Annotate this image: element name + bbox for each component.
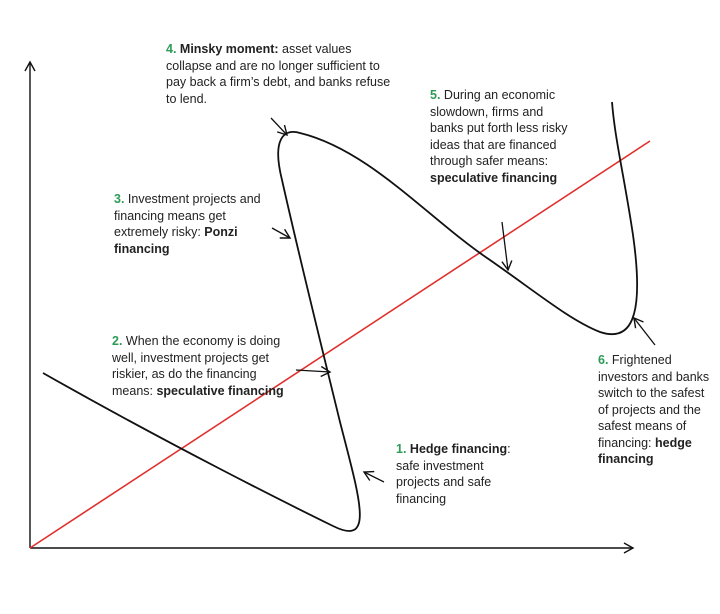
annotation-number: 3. [114,192,125,206]
annotation-number: 5. [430,88,441,102]
annotation-speculative-financing: 2. When the economy is doing well, inves… [112,333,297,399]
annotation-hedge-financing: 1. Hedge financing: safe investment proj… [396,441,516,507]
annotation-number: 2. [112,334,123,348]
annotation-highlight: Hedge financing [409,442,508,456]
pointer-arrow-5 [501,221,513,272]
annotation-highlight: Minsky moment: [176,42,279,56]
annotation-number: 1. [396,442,407,456]
annotation-text: asset values collapse and are no longer … [166,42,391,106]
annotation-economic-slowdown: 5. During an economic slowdown, firms an… [430,87,580,186]
annotation-safe-switch: 6. Frightened investors and banks switch… [598,352,713,468]
annotation-number: 4. [166,42,177,56]
annotation-number: 6. [598,353,609,367]
annotation-highlight: speculative financing [430,170,558,185]
annotation-ponzi-financing: 3. Investment projects and financing mea… [114,191,274,257]
pointer-arrow-1 [362,470,385,483]
annotation-text: : safe investment projects and safe fina… [396,442,511,506]
pointer-arrow-3 [271,227,292,239]
annotation-text: Frightened investors and banks switch to… [598,353,710,450]
annotation-highlight: speculative financing [156,383,284,398]
pointer-arrow-6 [633,316,656,346]
annotation-highlight: hedge financing [598,435,692,467]
annotation-highlight: Ponzi financing [114,225,238,256]
annotation-text: During an economic slowdown, firms and b… [430,88,568,168]
annotation-minsky-moment: 4. Minsky moment: asset values collapse … [166,41,396,107]
pointer-arrow-4 [270,117,288,137]
pointer-arrow-2 [295,365,332,378]
annotation-text: When the economy is doing well, investme… [112,334,281,398]
trend-line [29,140,651,549]
cycle-curve [42,101,639,532]
annotation-text: Investment projects and financing means … [114,192,261,239]
